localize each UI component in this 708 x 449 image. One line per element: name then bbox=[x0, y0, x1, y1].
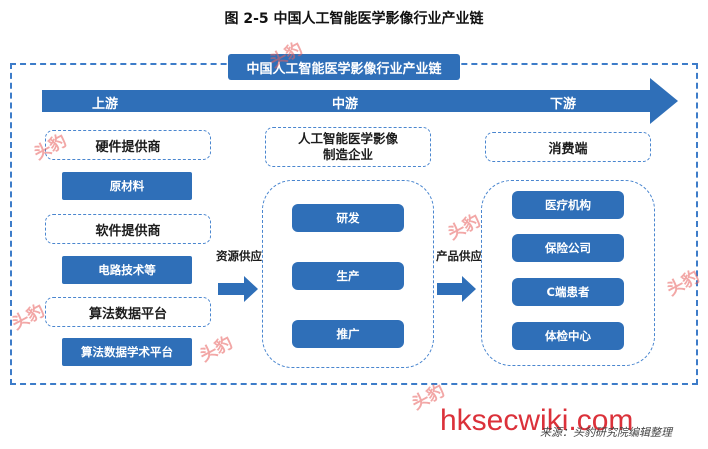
watermark-logo: 头豹 bbox=[30, 130, 70, 165]
algorithm-data-platform-box: 算法数据平台 bbox=[45, 297, 211, 327]
watermark-logo: 头豹 bbox=[266, 38, 306, 73]
site-watermark: hksecwiki.com bbox=[440, 404, 634, 437]
watermark-logo: 头豹 bbox=[196, 332, 236, 367]
algorithm-academic-platform-box: 算法数据学术平台 bbox=[62, 338, 192, 366]
chain-title: 中国人工智能医学影像行业产业链 bbox=[228, 54, 460, 80]
resource-supply-arrow bbox=[218, 276, 258, 302]
circuit-tech-box: 电路技术等 bbox=[62, 256, 192, 284]
source-note: 来源：头豹研究院编辑整理 bbox=[540, 426, 672, 439]
figure-title: 图 2-5 中国人工智能医学影像行业产业链 bbox=[224, 11, 484, 27]
watermark-logo: 头豹 bbox=[444, 210, 484, 245]
downstream-group-frame bbox=[481, 180, 655, 366]
manufacturers-box: 人工智能医学影像 制造企业 bbox=[265, 127, 431, 167]
hardware-supplier-box: 硬件提供商 bbox=[45, 130, 211, 160]
medical-institutions-box: 医疗机构 bbox=[512, 191, 624, 219]
physical-exam-centers-box: 体检中心 bbox=[512, 322, 624, 350]
stage-midstream: 中游 bbox=[331, 96, 358, 112]
rnd-box: 研发 bbox=[292, 204, 404, 232]
watermark-logo: 头豹 bbox=[8, 300, 48, 335]
raw-materials-box: 原材料 bbox=[62, 172, 192, 200]
production-box: 生产 bbox=[292, 262, 404, 290]
software-supplier-box: 软件提供商 bbox=[45, 214, 211, 244]
stage-downstream: 下游 bbox=[549, 96, 576, 112]
product-supply-label: 产品供应 bbox=[436, 249, 482, 263]
watermark-logo: 头豹 bbox=[663, 266, 703, 301]
consumer-end-box: 消费端 bbox=[485, 132, 651, 162]
insurance-companies-box: 保险公司 bbox=[512, 234, 624, 262]
stage-upstream: 上游 bbox=[91, 96, 118, 112]
midstream-group-frame bbox=[262, 180, 434, 368]
promotion-box: 推广 bbox=[292, 320, 404, 348]
resource-supply-label: 资源供应 bbox=[216, 249, 262, 263]
c-end-patients-box: C端患者 bbox=[512, 278, 624, 306]
product-supply-arrow bbox=[437, 276, 476, 302]
